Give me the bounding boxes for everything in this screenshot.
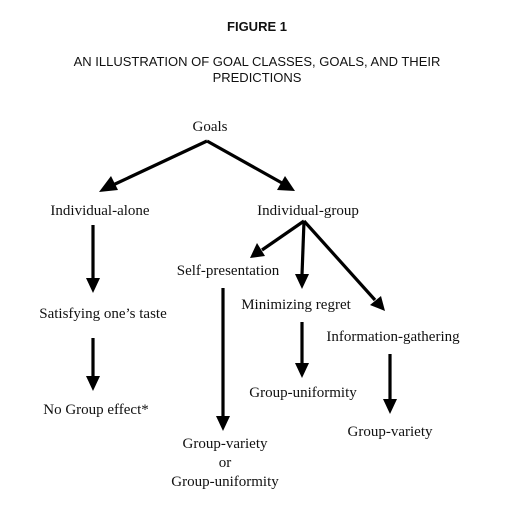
node-group-variety-or-line-3: Group-uniformity <box>171 474 279 490</box>
arrowhead-information-gathering <box>370 296 385 311</box>
edges <box>86 139 397 431</box>
node-group-variety: Group-variety <box>348 424 433 440</box>
arrowhead-group-variety <box>383 399 397 414</box>
node-information-gathering: Information-gathering <box>326 329 460 345</box>
arrowhead-individual-group <box>277 176 295 191</box>
nodes: Goals Individual-alone Individual-group … <box>39 119 460 490</box>
arrowhead-individual-alone <box>99 176 118 192</box>
node-group-uniformity: Group-uniformity <box>249 385 357 401</box>
edge-goals-to-individual-group <box>206 139 283 185</box>
figure-subtitle: AN ILLUSTRATION OF GOAL CLASSES, GOALS, … <box>0 54 514 86</box>
node-self-presentation: Self-presentation <box>177 263 280 279</box>
figure-subtitle-line-1: AN ILLUSTRATION OF GOAL CLASSES, GOALS, … <box>73 54 441 69</box>
edge-individual-group-to-information-gathering <box>302 219 377 302</box>
node-group-variety-or-line-2: or <box>219 455 232 471</box>
node-satisfying-taste: Satisfying one’s taste <box>39 306 167 322</box>
figure-title: FIGURE 1 <box>227 19 287 34</box>
node-goals: Goals <box>193 119 228 135</box>
edge-goals-to-individual-alone <box>112 139 208 187</box>
node-individual-alone: Individual-alone <box>50 203 149 219</box>
node-group-variety-or-line-1: Group-variety <box>183 436 268 452</box>
node-individual-group: Individual-group <box>257 203 359 219</box>
arrowhead-group-uniformity <box>295 363 309 378</box>
arrowhead-satisfying <box>86 278 100 293</box>
edge-individual-group-to-minimizing-regret <box>300 220 306 276</box>
node-minimizing-regret: Minimizing regret <box>241 297 351 313</box>
arrowhead-group-variety-or <box>216 416 230 431</box>
edge-individual-group-to-self-presentation <box>261 219 305 252</box>
arrowhead-self-presentation <box>250 243 265 258</box>
figure-subtitle-line-2: PREDICTIONS <box>212 70 302 85</box>
node-no-group-effect: No Group effect* <box>43 402 149 418</box>
arrowhead-minimizing-regret <box>295 274 309 289</box>
arrowhead-no-group-effect <box>86 376 100 391</box>
